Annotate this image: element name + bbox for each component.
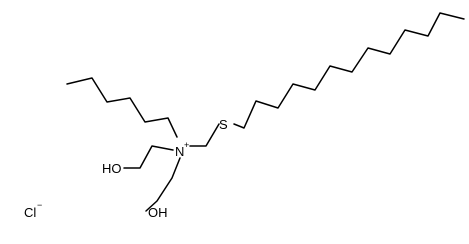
sulfur-methylene-bond xyxy=(189,123,220,147)
dodecyl-chain-bond xyxy=(233,12,465,129)
nitrogen-charge-label: + xyxy=(184,140,189,150)
nitrogen-atom-label: N xyxy=(175,144,184,159)
hydroxyethyl-lower-bond xyxy=(145,157,181,212)
hydroxyl-lower-label: OH xyxy=(148,205,168,220)
chloride-ion-label: Cl xyxy=(24,205,36,220)
hydroxyl-upper-label: HO xyxy=(102,161,122,176)
hexyl-chain-bond xyxy=(66,77,178,138)
hydroxyethyl-upper-bond xyxy=(123,145,174,169)
sulfur-atom-label: S xyxy=(219,117,228,132)
chloride-charge-label: − xyxy=(37,200,42,210)
